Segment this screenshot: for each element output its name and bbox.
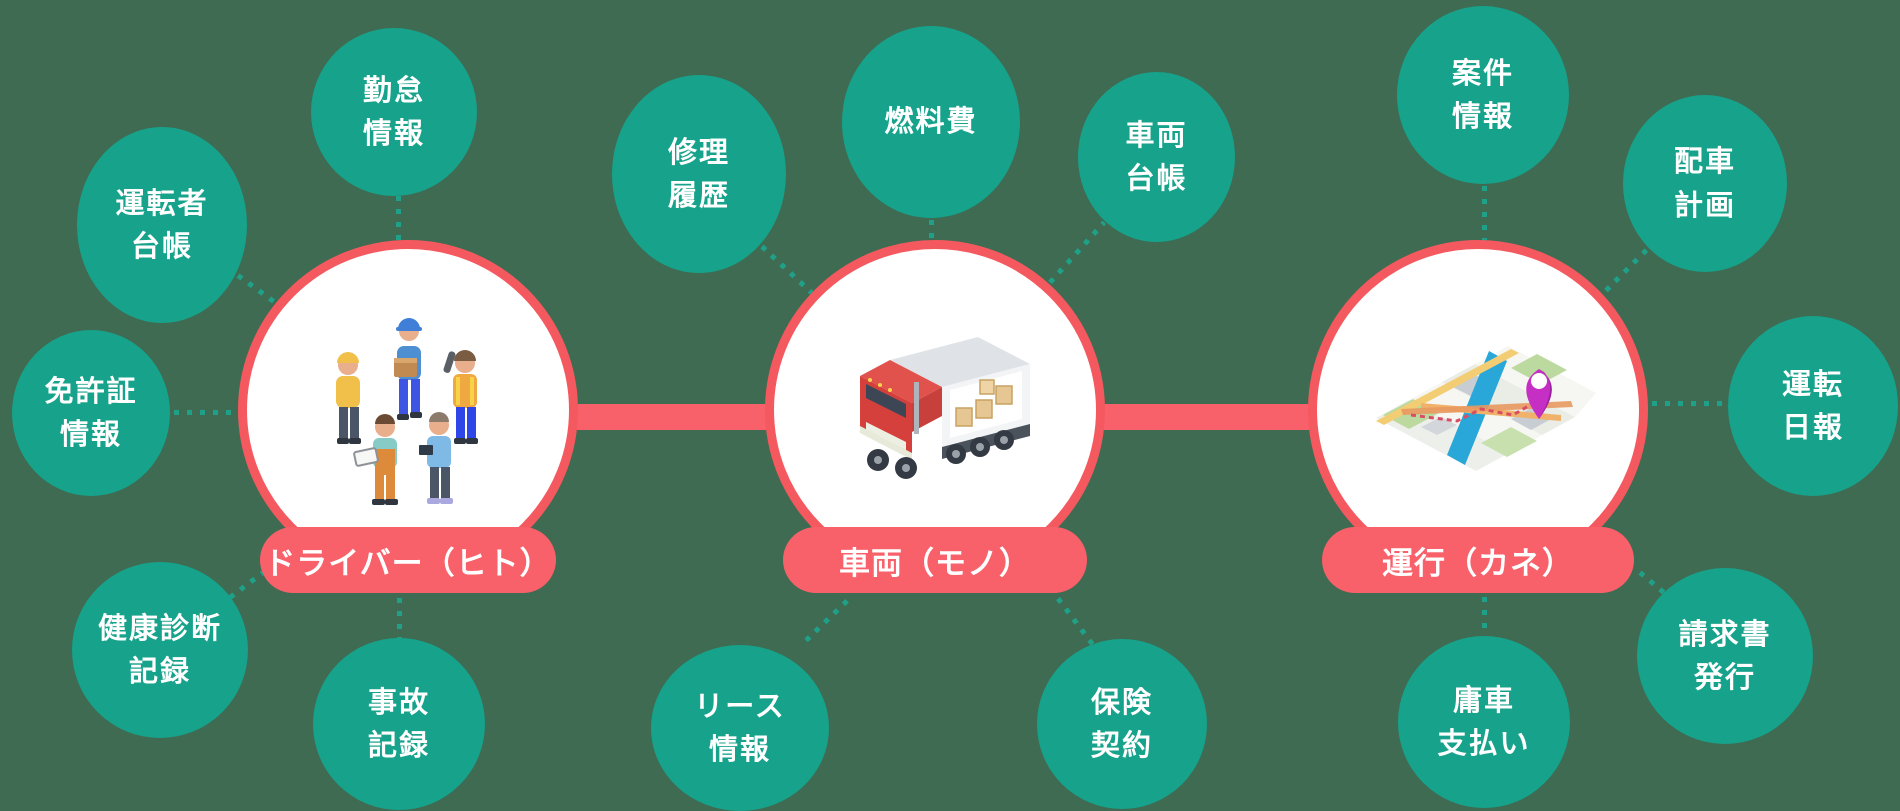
connector-vehicle-ledger (1048, 220, 1107, 285)
satellite-label-line: 庸車 (1452, 682, 1515, 717)
connector-lease-info (804, 597, 851, 643)
connector-case-info (1482, 186, 1487, 242)
connector-accident-records (397, 598, 402, 638)
satellite-label-line: 計画 (1673, 187, 1736, 222)
connector-dispatch-plan (1604, 247, 1650, 293)
satellite-vehicle-ledger: 車両 台帳 (1078, 72, 1235, 242)
hub-driver (238, 240, 578, 580)
connector-repair-history (760, 244, 814, 295)
satellite-label-line: 台帳 (130, 229, 193, 263)
satellite-label-line: 保険 (1090, 684, 1153, 719)
hub-operation (1308, 240, 1648, 580)
satellite-label-line: 台帳 (1125, 161, 1188, 195)
hub-driver-label: ドライバー（ヒト） (260, 527, 556, 593)
satellite-label-line: 情報 (362, 116, 425, 150)
truck-illustration (859, 337, 1030, 479)
satellite-label-line: 事故 (367, 684, 430, 719)
satellite-label-line: 情報 (1451, 99, 1514, 133)
satellite-label-line: 運転 (1781, 366, 1844, 401)
satellite-label-line: 運転者 (115, 185, 209, 220)
people-illustration (336, 317, 478, 505)
connector-fuel-cost (929, 220, 934, 244)
satellite-label-line: 情報 (59, 417, 122, 451)
satellite-label-line: 配車 (1673, 144, 1736, 178)
connector-attendance-info (396, 196, 401, 242)
satellite-label-line: 発行 (1693, 660, 1756, 694)
satellite-driver-ledger: 運転者 台帳 (77, 127, 247, 323)
hub-vehicle-label: 車両（モノ） (783, 527, 1087, 593)
satellite-label-line: 燃料費 (884, 104, 978, 139)
satellite-chartered-vehicle-payment: 庸車 支払い (1398, 636, 1570, 808)
hub-operation-label: 運行（カネ） (1322, 527, 1634, 593)
satellite-accident-records: 事故 記録 (313, 638, 485, 810)
connector-license-info (174, 410, 240, 415)
satellite-repair-history: 修理 履歴 (612, 75, 786, 273)
satellite-label-line: 勤怠 (362, 72, 425, 107)
satellite-insurance-contract: 保険 契約 (1037, 639, 1207, 809)
satellite-label-line: 請求書 (1678, 616, 1772, 651)
satellite-label-line: 支払い (1437, 726, 1531, 760)
satellite-license-info: 免許証 情報 (12, 330, 170, 496)
satellite-label-line: 車両 (1125, 117, 1188, 152)
satellite-driving-daily-report: 運転 日報 (1728, 316, 1898, 496)
satellite-dispatch-plan: 配車 計画 (1623, 95, 1787, 272)
satellite-health-check-records: 健康診断 記録 (72, 562, 248, 738)
satellite-label-line: リース (694, 688, 786, 723)
satellite-label-line: 免許証 (44, 373, 138, 408)
satellite-label-line: 修理 (667, 134, 730, 169)
connector-invoice-issuance (1638, 570, 1666, 595)
connector-insurance-contract (1056, 596, 1097, 648)
connector-chartered-vehicle-payment (1482, 597, 1487, 635)
satellite-invoice-issuance: 請求書 発行 (1637, 568, 1813, 744)
satellite-label-line: 日報 (1781, 410, 1844, 444)
satellite-label-line: 記録 (128, 654, 191, 688)
satellite-label-line: 記録 (367, 728, 430, 762)
satellite-case-info: 案件 情報 (1397, 6, 1569, 184)
satellite-fuel-cost: 燃料費 (842, 26, 1020, 218)
satellite-label-line: 情報 (708, 732, 771, 766)
connector-driving-daily-report (1652, 401, 1726, 406)
satellite-label-line: 契約 (1090, 728, 1153, 762)
satellite-label-line: 履歴 (667, 178, 730, 212)
satellite-label-line: 案件 (1451, 55, 1514, 90)
map-illustration (1375, 345, 1596, 471)
satellite-attendance-info: 勤怠 情報 (311, 28, 477, 196)
satellite-label-line: 健康診断 (97, 610, 222, 645)
satellite-lease-info: リース 情報 (651, 645, 829, 811)
